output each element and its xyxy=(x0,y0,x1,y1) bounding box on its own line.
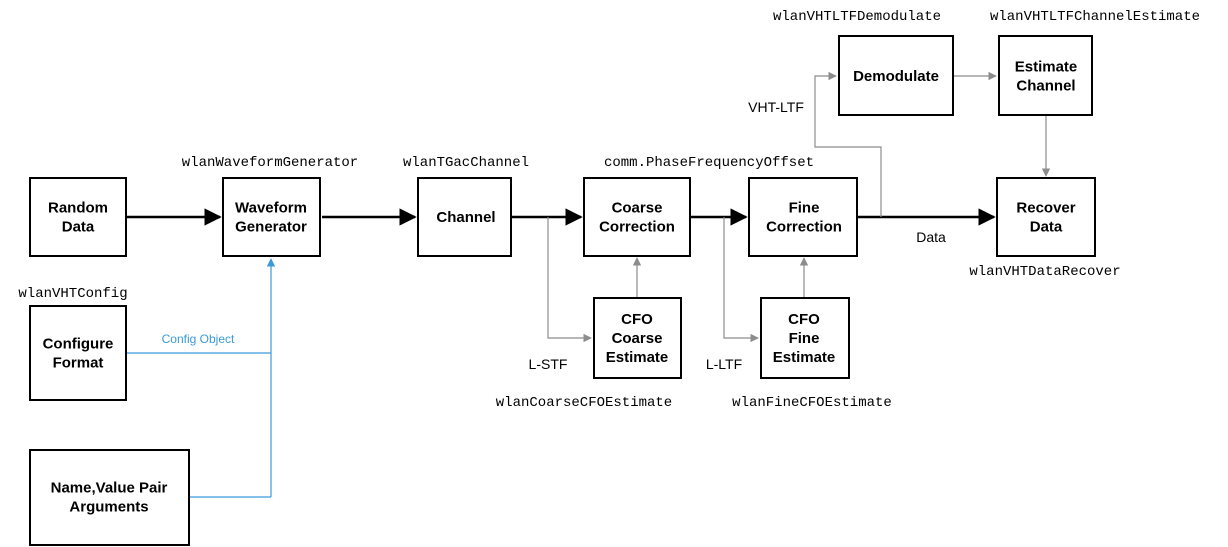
cfo-coarse-estimate-label-line-2: Coarse xyxy=(612,330,663,347)
cfo-fine-estimate-label-line-2: Fine xyxy=(789,330,820,347)
cfo-coarse-estimate-label-line-1: CFO xyxy=(621,311,653,328)
arrow-lstf-to-cfo-coarse xyxy=(547,217,592,343)
signal-label-lltf: L-LTF xyxy=(706,356,742,372)
coarse-correction-label-line-2: Correction xyxy=(599,219,675,236)
signal-label-lstf: L-STF xyxy=(529,356,568,372)
configure-format-label-line-1: Configure xyxy=(43,336,114,353)
arrow-vhtltf-to-demodulate xyxy=(814,71,882,217)
arrow-lltf-to-cfo-fine xyxy=(723,217,759,343)
func-label-phase-offset: comm.PhaseFrequencyOffset xyxy=(604,155,814,171)
name-value-pair-label-line-1: Name,Value Pair xyxy=(51,480,168,497)
func-label-ltf-channel-estimate: wlanVHTLTFChannelEstimate xyxy=(990,9,1200,25)
channel-label-line-1: Channel xyxy=(436,209,495,226)
func-label-waveform-generator: wlanWaveformGenerator xyxy=(182,155,358,171)
waveform-generator-label-line-2: Generator xyxy=(235,219,307,236)
estimate-channel-label-line-2: Channel xyxy=(1016,78,1075,95)
estimate-channel-label-line-1: Estimate xyxy=(1015,59,1078,76)
demodulate-label-line-1: Demodulate xyxy=(853,68,939,85)
cfo-coarse-estimate-label-line-3: Estimate xyxy=(606,349,669,366)
cfo-fine-estimate-label-line-1: CFO xyxy=(788,311,820,328)
func-label-fine-cfo: wlanFineCFOEstimate xyxy=(732,395,892,411)
random-data-label-line-1: Random xyxy=(48,200,108,217)
func-label-vht-config: wlanVHTConfig xyxy=(18,286,127,302)
coarse-correction-label-line-1: Coarse xyxy=(612,200,663,217)
func-label-channel: wlanTGacChannel xyxy=(403,155,529,171)
name-value-pair-label-line-2: Arguments xyxy=(69,499,148,516)
recover-data-label-line-1: Recover xyxy=(1016,200,1075,217)
recover-data-label-line-2: Data xyxy=(1030,219,1063,236)
signal-label-data: Data xyxy=(916,229,946,245)
fine-correction-label-line-1: Fine xyxy=(789,200,820,217)
func-label-coarse-cfo: wlanCoarseCFOEstimate xyxy=(496,395,672,411)
waveform-generator-label-line-1: Waveform xyxy=(235,200,307,217)
fine-correction-label-line-2: Correction xyxy=(766,219,842,236)
waveform-generator-block: WaveformGenerator xyxy=(222,177,321,257)
configure-format-label-line-2: Format xyxy=(53,355,104,372)
signal-label-config-object: Config Object xyxy=(162,332,235,346)
func-label-ltf-demodulate: wlanVHTLTFDemodulate xyxy=(773,9,941,25)
channel-block: Channel xyxy=(417,177,512,257)
signal-label-vhtltf: VHT-LTF xyxy=(748,99,804,115)
demodulate-block: Demodulate xyxy=(838,35,954,116)
random-data-label-line-2: Data xyxy=(62,219,95,236)
cfo-fine-estimate-label-line-3: Estimate xyxy=(773,349,836,366)
func-label-data-recover: wlanVHTDataRecover xyxy=(969,264,1120,280)
